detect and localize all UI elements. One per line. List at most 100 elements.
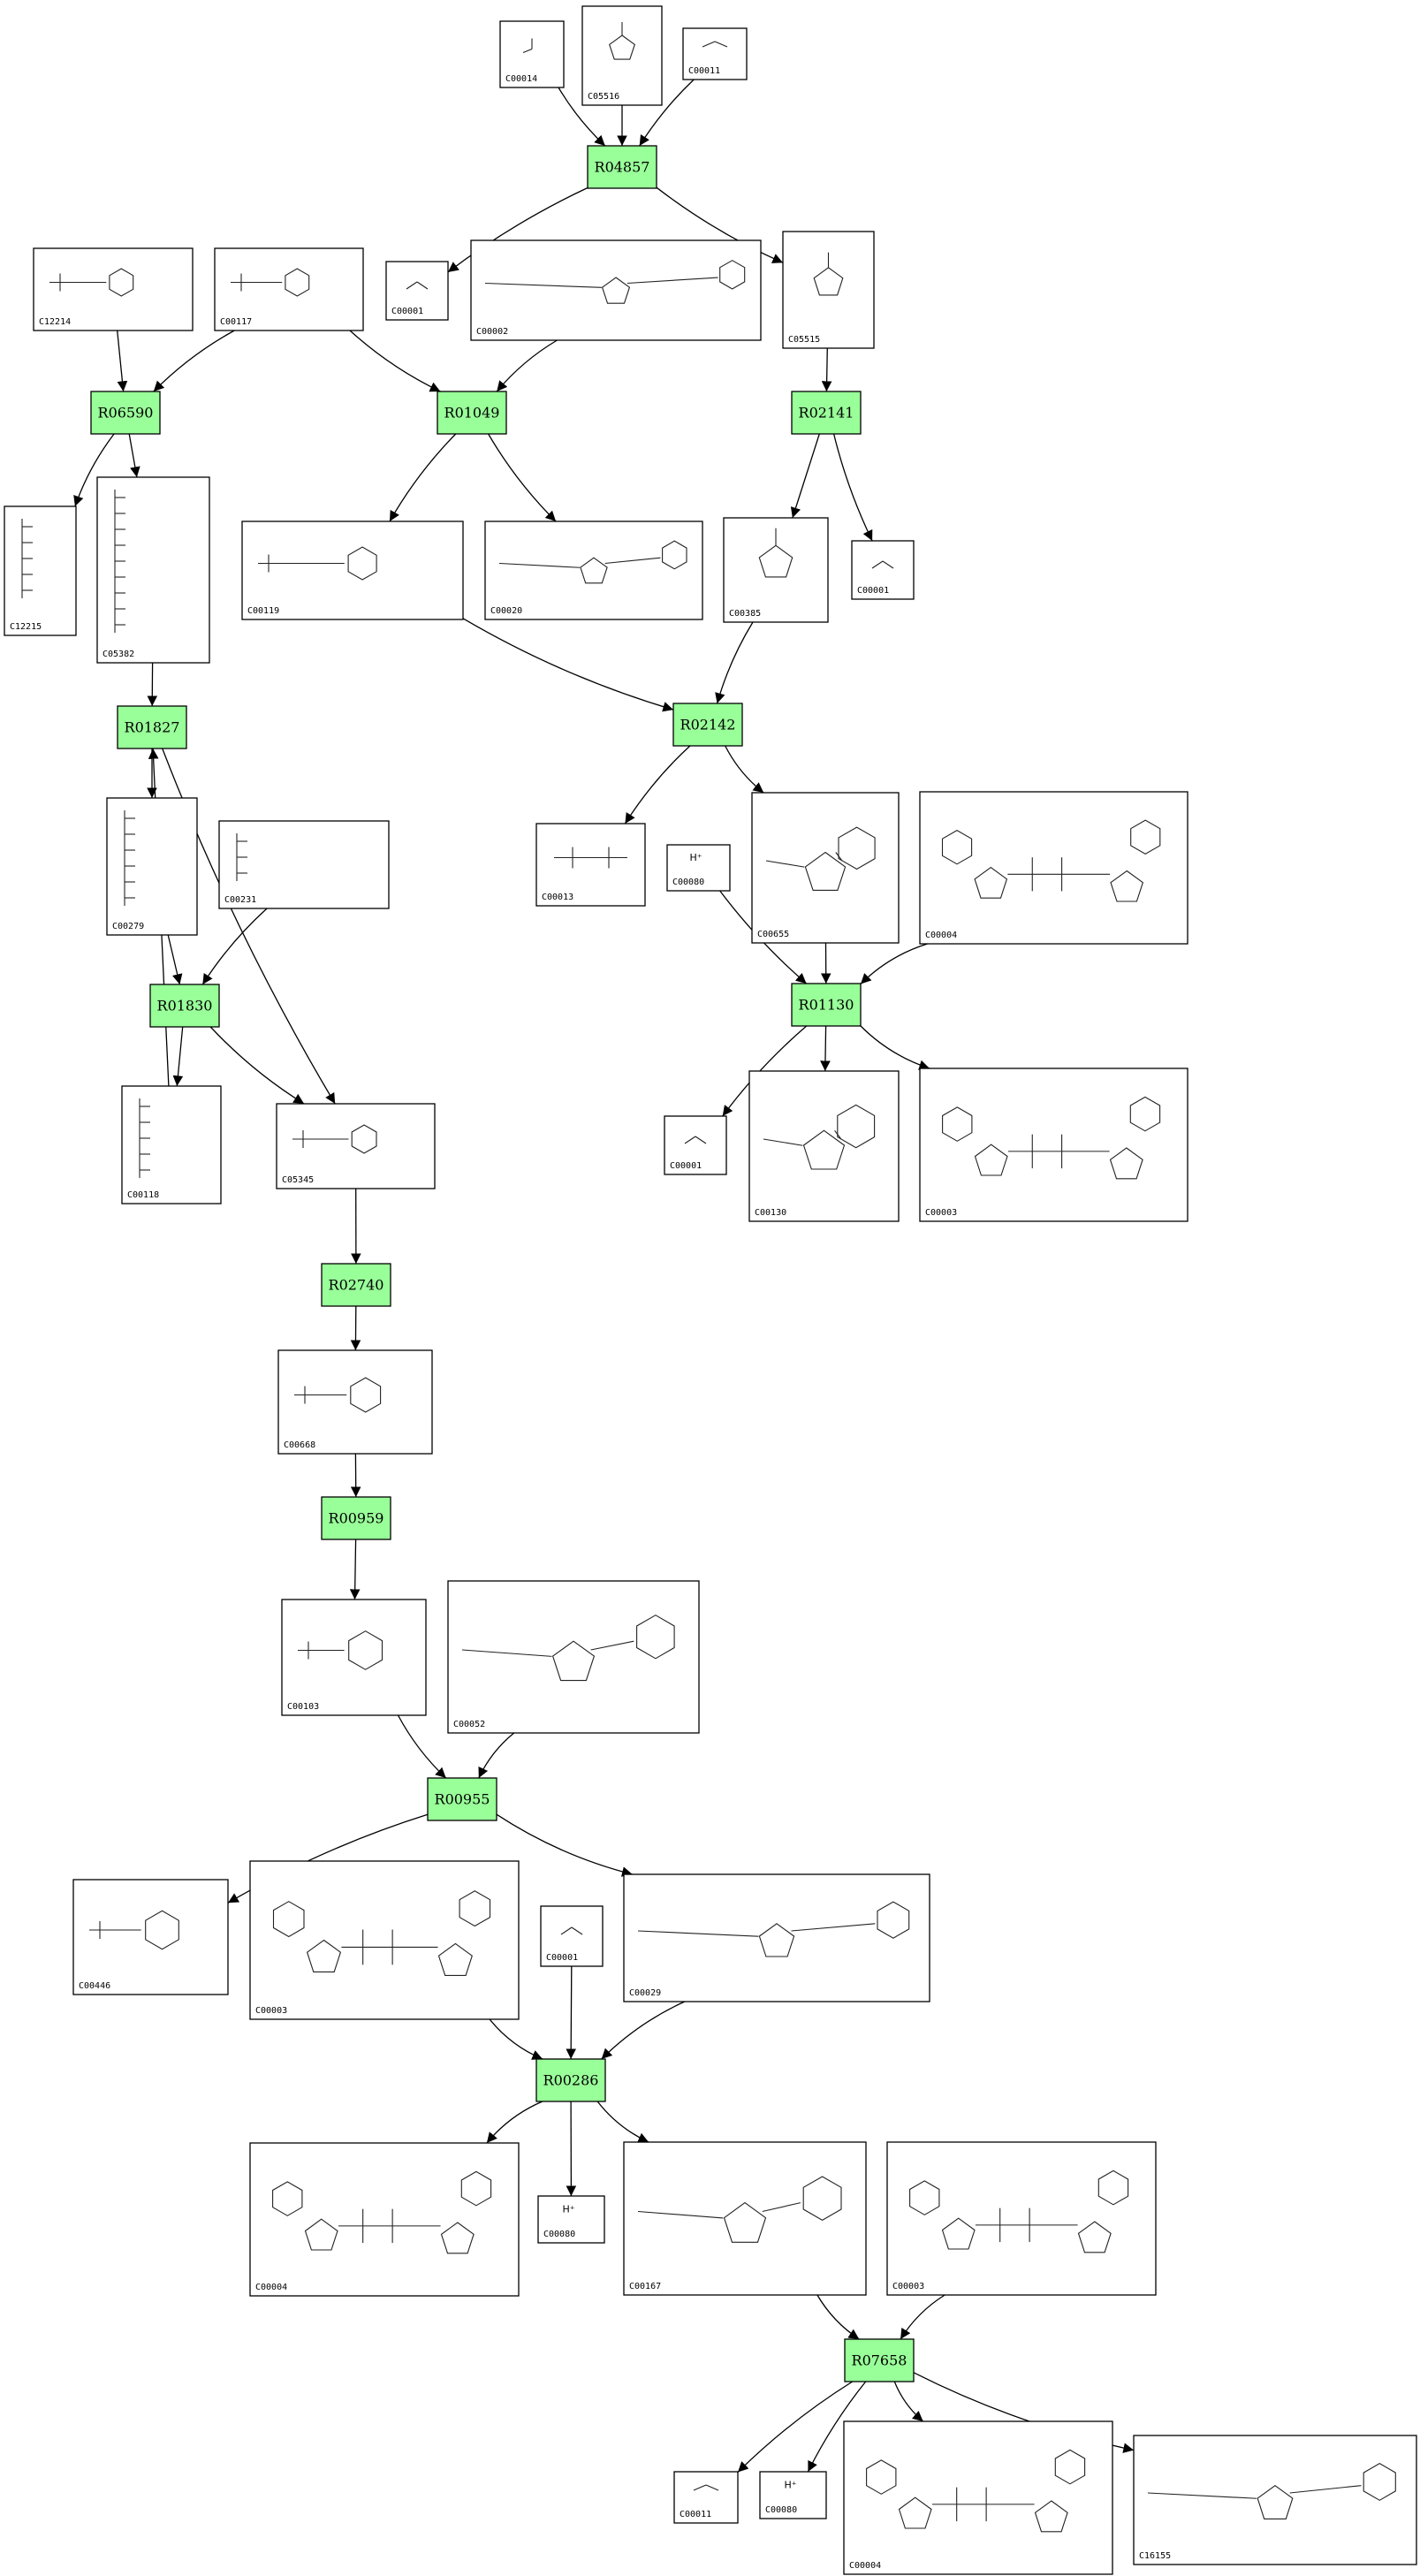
edge-r07658-to-c00080_c — [807, 2381, 867, 2473]
compound-box — [535, 823, 646, 907]
reaction-label: R02740 — [329, 1277, 384, 1294]
reaction-label: R01130 — [799, 997, 854, 1014]
structure-drawing — [637, 2176, 842, 2243]
structure-drawing — [124, 810, 135, 906]
reaction-r02141[interactable]: R02141 — [791, 391, 862, 435]
compound-c00119[interactable]: C00119 — [241, 521, 464, 620]
compound-c00130[interactable]: C00130 — [748, 1070, 900, 1222]
reaction-r01130[interactable]: R01130 — [791, 983, 862, 1027]
compound-box — [385, 261, 449, 321]
compound-label: C00231 — [224, 895, 256, 905]
edge-c00385-to-r02142 — [715, 621, 754, 704]
structure-drawing — [272, 2170, 492, 2254]
compound-label: C00279 — [112, 922, 144, 931]
compound-c00003_c[interactable]: C00003 — [886, 2141, 1157, 2296]
compound-c12214[interactable]: C12214 — [33, 247, 194, 331]
compound-c00001_a[interactable]: C00001 — [385, 261, 449, 321]
compound-c05345[interactable]: C05345 — [276, 1103, 436, 1189]
compound-label: C00446 — [79, 1981, 110, 1991]
compound-label: C00118 — [127, 1190, 159, 1200]
compound-label: C00001 — [857, 586, 889, 596]
compound-c00004_c[interactable]: C00004 — [843, 2420, 1113, 2575]
compound-c00002[interactable]: C00002 — [470, 239, 762, 341]
compound-c00080_c[interactable]: H⁺C00080 — [759, 2471, 827, 2519]
compound-c00029[interactable]: C00029 — [623, 1873, 930, 2002]
compound-box — [72, 1879, 229, 1995]
structure-drawing — [609, 22, 635, 60]
compound-c00103[interactable]: C00103 — [281, 1599, 427, 1716]
compound-c00080_b[interactable]: H⁺C00080 — [537, 2195, 605, 2244]
compound-c00052[interactable]: C00052 — [447, 1580, 700, 1734]
compound-c05382[interactable]: C05382 — [96, 476, 210, 664]
compound-box — [682, 27, 748, 80]
compound-label: C00013 — [542, 893, 573, 902]
compound-c00446[interactable]: C00446 — [72, 1879, 229, 1995]
compound-c00385[interactable]: C00385 — [723, 517, 829, 623]
compound-c00668[interactable]: C00668 — [277, 1349, 433, 1455]
compound-c00655[interactable]: C00655 — [751, 792, 900, 944]
reaction-label: R01827 — [125, 719, 180, 736]
edge-r00955-to-c00029 — [496, 1813, 633, 1877]
structure-drawing — [461, 1615, 675, 1682]
compound-box — [759, 2471, 827, 2519]
reaction-label: R01049 — [444, 405, 500, 422]
reaction-r00959[interactable]: R00959 — [321, 1496, 391, 1540]
reaction-box — [535, 2058, 606, 2102]
compound-box — [886, 2141, 1157, 2296]
compound-c00080_a[interactable]: H⁺C00080 — [666, 844, 731, 892]
structure-drawing — [813, 252, 844, 296]
reaction-r02740[interactable]: R02740 — [321, 1263, 391, 1307]
reaction-r00955[interactable]: R00955 — [427, 1777, 497, 1821]
edge-r07658-to-c00011_bot — [737, 2381, 854, 2473]
reaction-r01827[interactable]: R01827 — [117, 705, 187, 749]
compound-c00004_a[interactable]: C00004 — [919, 791, 1188, 945]
compound-c00001_b[interactable]: C00001 — [851, 540, 915, 600]
reaction-label: R00959 — [329, 1510, 384, 1527]
edge-r02142-to-c00655 — [725, 745, 764, 794]
compound-label: C00167 — [629, 2282, 661, 2291]
reaction-box — [149, 984, 220, 1028]
compound-c00001_d[interactable]: C00001 — [540, 1905, 604, 1967]
compound-c00013[interactable]: C00013 — [535, 823, 646, 907]
reaction-r06590[interactable]: R06590 — [90, 391, 161, 435]
compound-c00014_top[interactable]: C00014 — [499, 20, 565, 88]
compound-label: C00130 — [755, 1208, 786, 1218]
structure-drawing — [258, 546, 377, 581]
compound-c16155[interactable]: C16155 — [1133, 2435, 1417, 2565]
compound-c12215[interactable]: C12215 — [4, 505, 77, 636]
compound-label: C00001 — [391, 307, 423, 316]
compound-c00003_a[interactable]: C00003 — [919, 1068, 1188, 1222]
compound-c00279[interactable]: C00279 — [106, 797, 198, 936]
reaction-box — [117, 705, 187, 749]
structure-drawing — [49, 268, 134, 297]
compound-label: C12215 — [10, 622, 42, 632]
compound-c00001_c[interactable]: C00001 — [664, 1115, 727, 1175]
edge-c00279-to-r01830 — [167, 934, 183, 985]
compound-c00011_top[interactable]: C00011 — [682, 27, 748, 80]
reaction-r04857[interactable]: R04857 — [587, 145, 657, 189]
reaction-r02142[interactable]: R02142 — [672, 703, 743, 747]
compound-label: C00117 — [220, 317, 252, 327]
edge-c00117-to-r01049 — [349, 330, 441, 392]
compound-box — [249, 2142, 520, 2297]
edge-r01130-to-c00003_a — [860, 1025, 930, 1070]
compound-c00004_b[interactable]: C00004 — [249, 2142, 520, 2297]
structure-drawing — [702, 41, 728, 48]
reaction-r07658[interactable]: R07658 — [844, 2338, 915, 2382]
reaction-r00286[interactable]: R00286 — [535, 2058, 606, 2102]
compound-c00011_bot[interactable]: C00011 — [673, 2471, 739, 2524]
compound-c00020[interactable]: C00020 — [484, 521, 703, 620]
compound-c05516_top[interactable]: C05516 — [581, 5, 663, 106]
compound-box — [106, 797, 198, 936]
compound-c00231[interactable]: C00231 — [218, 820, 390, 909]
compound-c05515[interactable]: C05515 — [782, 231, 875, 349]
compound-c00118[interactable]: C00118 — [121, 1085, 222, 1204]
edge-r06590-to-c12215 — [73, 433, 115, 507]
compound-box — [537, 2195, 605, 2244]
reaction-r01830[interactable]: R01830 — [149, 984, 220, 1028]
compound-c00117[interactable]: C00117 — [214, 247, 364, 331]
reaction-r01049[interactable]: R01049 — [437, 391, 507, 435]
compound-c00003_b[interactable]: C00003 — [249, 1860, 520, 2020]
compound-c00167[interactable]: C00167 — [623, 2141, 867, 2296]
